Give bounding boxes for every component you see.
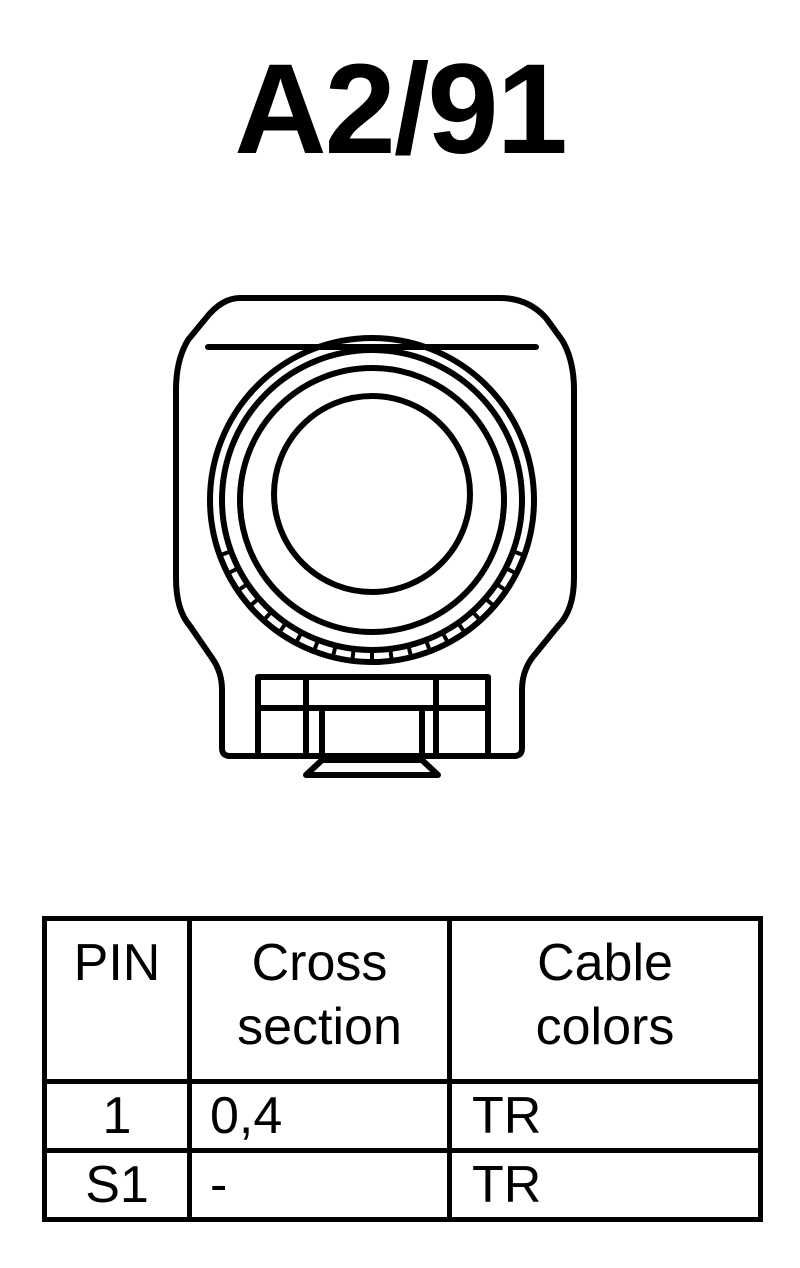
nut-outer-ring <box>207 335 537 665</box>
table-row: S1 - TR <box>42 1148 763 1222</box>
knurl-tick <box>350 646 356 663</box>
connector-title: A2/91 <box>234 38 568 181</box>
pin-assignment-table: PIN Cross section Cable colors 1 0,4 TR … <box>42 916 763 1222</box>
header-pin: PIN <box>42 916 192 1084</box>
knurl-tick <box>247 596 261 609</box>
header-cross-section: Cross section <box>187 916 452 1084</box>
socket-circle <box>271 393 473 595</box>
knurl-tick <box>511 549 527 558</box>
knurl-tick <box>440 630 451 645</box>
knurl-tick <box>261 609 274 623</box>
cell-pin: S1 <box>42 1148 192 1222</box>
knurl-tick <box>470 609 483 623</box>
knurl-tick <box>456 620 467 635</box>
cell-cross-section: - <box>187 1148 452 1222</box>
cell-cable-color: TR <box>447 1148 763 1222</box>
knurl-tick <box>293 630 304 645</box>
latch-block <box>255 674 491 759</box>
housing-outline <box>173 295 577 759</box>
knurl-tick <box>494 581 509 593</box>
table-header-row: PIN Cross section Cable colors <box>42 916 763 1084</box>
knurl-tick <box>277 620 288 635</box>
latch-tab <box>303 705 441 778</box>
nut-knurling <box>217 549 527 664</box>
table-row: 1 0,4 TR <box>42 1079 763 1153</box>
knurl-tick <box>503 566 519 576</box>
knurl-tick <box>330 643 338 660</box>
header-cable-colors: Cable colors <box>447 916 763 1084</box>
cell-cross-section: 0,4 <box>187 1079 452 1153</box>
knurl-tick <box>217 549 233 558</box>
knurl-tick <box>423 638 433 654</box>
knurl-tick <box>483 596 497 609</box>
cell-pin: 1 <box>42 1079 192 1153</box>
knurl-tick <box>388 646 394 663</box>
knurl-tick <box>225 566 241 576</box>
coupling-ring <box>237 365 507 635</box>
cell-cable-color: TR <box>447 1079 763 1153</box>
knurl-tick <box>406 643 414 660</box>
knurl-tick <box>235 581 250 593</box>
knurl-tick <box>311 638 321 654</box>
